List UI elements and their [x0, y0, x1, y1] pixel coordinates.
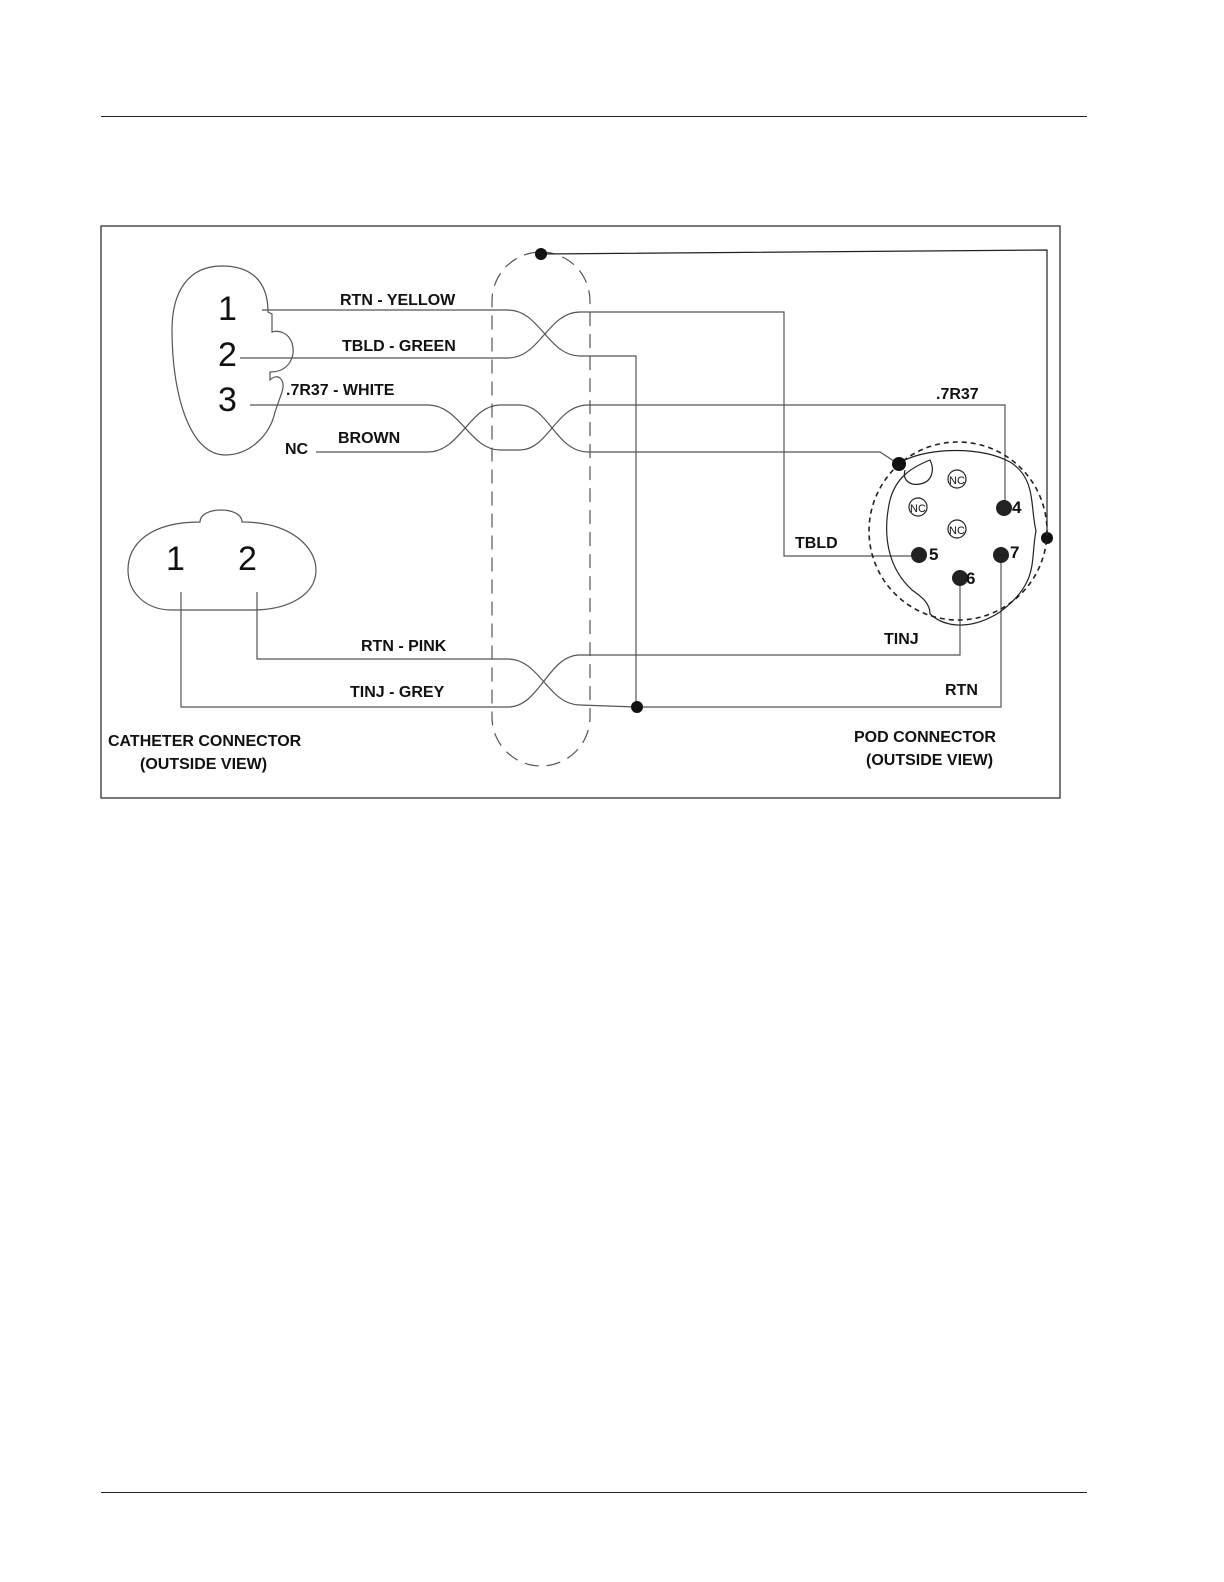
- pod-pin-7-label: 7: [1010, 543, 1019, 562]
- pod-pin-7: [993, 547, 1009, 563]
- pod-key-junction: [892, 457, 906, 471]
- label-r37-white: .7R37 - WHITE: [286, 382, 395, 399]
- pod-label-tinj: TINJ: [884, 631, 919, 648]
- pod-nc-label-left: NC: [910, 503, 926, 515]
- catheter-pin-1: 1: [218, 290, 237, 328]
- wire-brown: [316, 405, 900, 465]
- shield-junction-top: [535, 248, 547, 260]
- pod-pin-6-label: 6: [966, 569, 975, 588]
- wire-r37-white: [250, 405, 1005, 508]
- pod-caption-line2: (OUTSIDE VIEW): [866, 752, 993, 769]
- pod-nc-label-center: NC: [949, 525, 965, 537]
- pod-label-rtn: RTN: [945, 682, 978, 699]
- pod-pin-4-label: 4: [1012, 498, 1022, 517]
- label-tbld-green: TBLD - GREEN: [342, 338, 456, 355]
- pod-pin-4: [996, 500, 1012, 516]
- label-rtn-yellow: RTN - YELLOW: [340, 292, 456, 309]
- label-rtn-pink: RTN - PINK: [361, 638, 447, 655]
- pod-nc-label-top: NC: [949, 475, 965, 487]
- pod-caption-line1: POD CONNECTOR: [854, 729, 996, 746]
- label-brown: BROWN: [338, 430, 400, 447]
- catheter-caption-line1: CATHETER CONNECTOR: [108, 733, 302, 750]
- pod-pin-5: [911, 547, 927, 563]
- catheter-pin-2: 2: [218, 336, 237, 374]
- catheter-connector-lower: [128, 510, 316, 610]
- wire-rtn-yellow: [262, 310, 636, 707]
- catheter-lower-pin-1: 1: [166, 540, 185, 578]
- catheter-pin-3: 3: [218, 381, 237, 419]
- pod-label-r37: .7R37: [936, 386, 979, 403]
- pod-pin-5-label: 5: [929, 545, 938, 564]
- label-nc: NC: [285, 441, 309, 458]
- rtn-junction: [631, 701, 643, 713]
- pod-label-tbld: TBLD: [795, 535, 838, 552]
- label-tinj-grey: TINJ - GREY: [350, 684, 445, 701]
- catheter-lower-pin-2: 2: [238, 540, 257, 578]
- catheter-caption-line2: (OUTSIDE VIEW): [140, 756, 267, 773]
